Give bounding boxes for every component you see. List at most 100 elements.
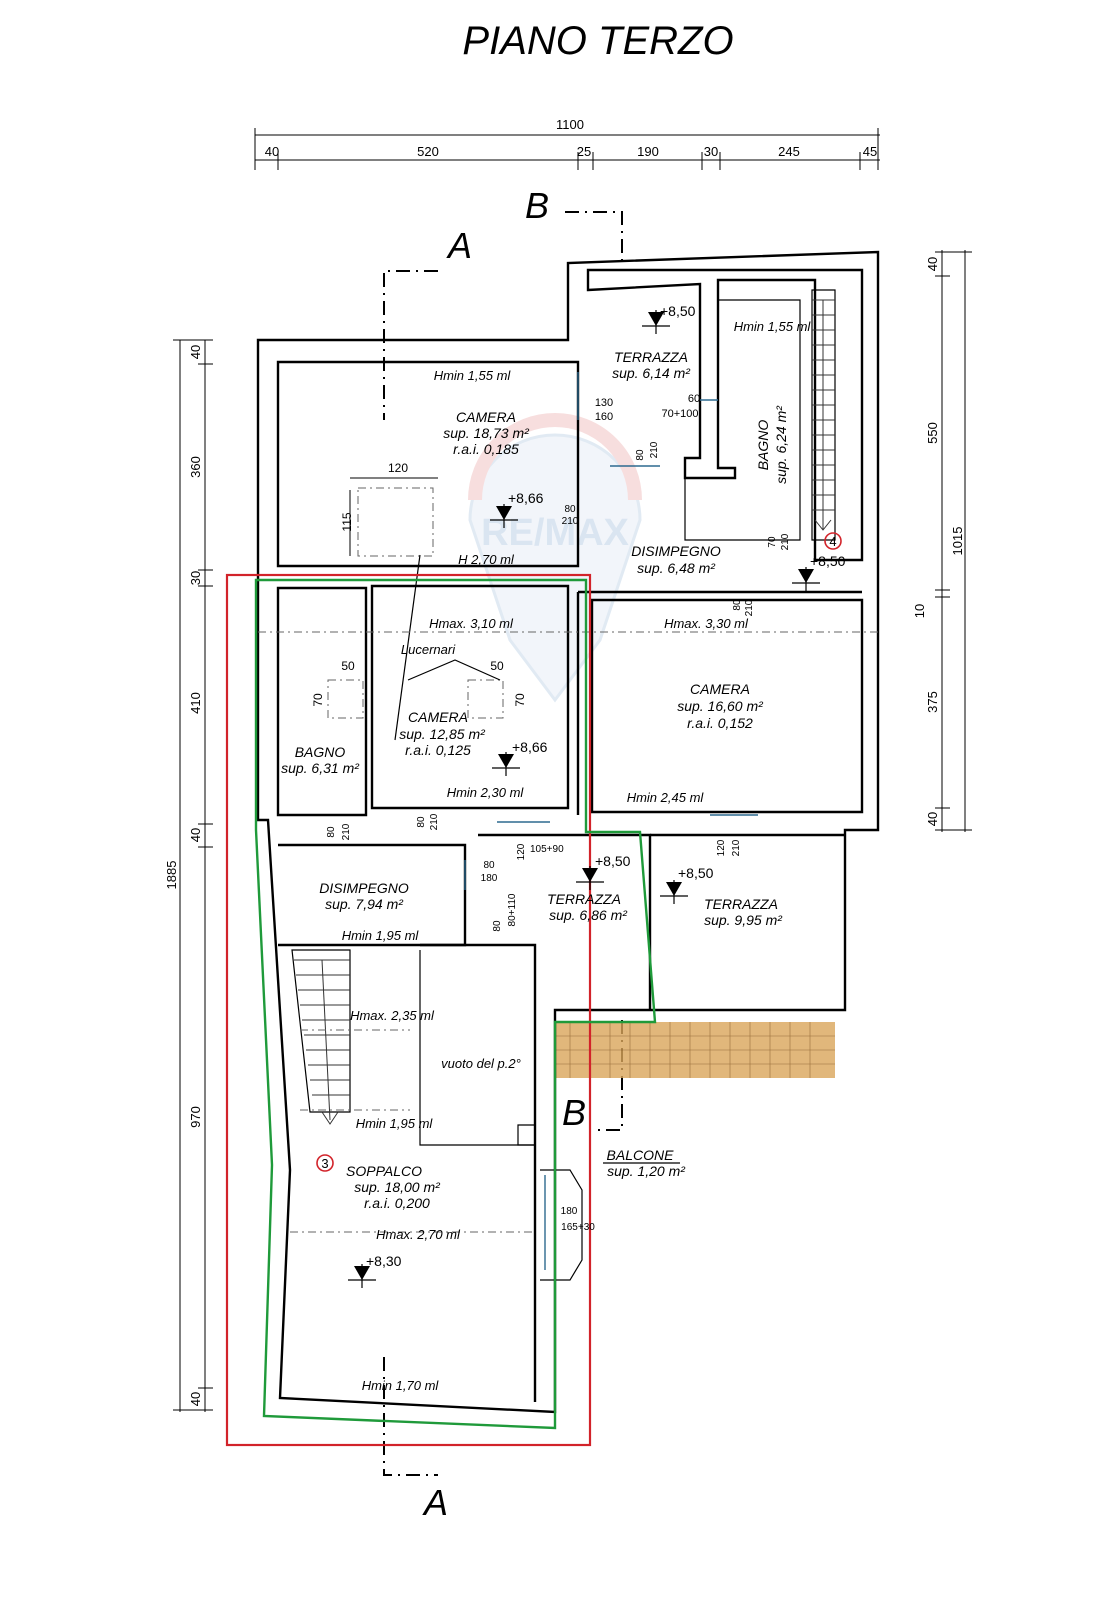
opening-label: 70 (767, 536, 778, 548)
dim-left-seg: 40 (188, 828, 203, 842)
dim-left-total: 1885 (164, 861, 179, 890)
room-name: DISIMPEGNO (319, 880, 409, 896)
opening-label: 180 (481, 873, 498, 884)
height-label: Hmax. 3,10 ml (429, 616, 514, 631)
room-name: TERRAZZA (614, 349, 688, 365)
opening-label: 120 (716, 839, 727, 856)
dim-right-total: 1015 (950, 527, 965, 556)
dim-right-seg: 375 (925, 691, 940, 713)
opening-label: 120 (516, 843, 527, 860)
opening-label: 165+30 (561, 1222, 595, 1233)
opening-label: 210 (429, 813, 440, 830)
skylights (327, 477, 504, 741)
section-a-top: A (446, 225, 472, 266)
room-name: CAMERA (690, 681, 750, 697)
stair-marker-4: 4 (829, 534, 836, 549)
lucernari-label: Lucernari (401, 642, 456, 657)
room-rai: r.a.i. 0,152 (687, 715, 753, 731)
room-sup: sup. 18,00 m² (354, 1179, 441, 1195)
misc-labels: Lucernari vuoto del p.2° (401, 642, 521, 1071)
room-sup: sup. 6,31 m² (281, 760, 360, 776)
red-outline (225, 573, 592, 1447)
dim-right-seg: 40 (925, 812, 940, 826)
room-sup: sup. 7,94 m² (325, 896, 404, 912)
room-sup: sup. 12,85 m² (399, 726, 486, 742)
height-labels: Hmin 1,55 ml Hmin 1,55 ml H 2,70 ml Hmax… (342, 319, 812, 1393)
dim-right-seg: 10 (912, 604, 927, 618)
stair-left (294, 959, 350, 1125)
dim-left-seg: 40 (188, 1392, 203, 1406)
room-name: CAMERA (456, 409, 516, 425)
stair-right (812, 299, 835, 531)
room-name: DISIMPEGNO (631, 543, 721, 559)
watermark-text: RE/MAX (481, 512, 629, 554)
room-name: CAMERA (408, 709, 468, 725)
room-name: BALCONE (607, 1147, 675, 1163)
height-label: Hmin 1,55 ml (434, 368, 512, 383)
green-outline (254, 578, 657, 1430)
opening-label: 210 (731, 839, 742, 856)
room-name: SOPPALCO (346, 1163, 422, 1179)
height-label: Hmin 1,55 ml (734, 319, 812, 334)
room-sup: sup. 18,73 m² (443, 425, 530, 441)
opening-label: 160 (595, 411, 613, 423)
level-label: +8,66 (508, 490, 544, 506)
opening-label: 120 (388, 461, 408, 475)
section-a-bottom: A (422, 1482, 448, 1523)
height-label: Hmin 1,95 ml (342, 928, 420, 943)
opening-label: 80+110 (507, 893, 518, 926)
section-b-bottom: B (562, 1092, 586, 1133)
room-name: BAGNO (295, 744, 346, 760)
opening-label: 80 (326, 826, 337, 838)
room-name: BAGNO (755, 420, 771, 471)
opening-label: 105+90 (530, 844, 564, 855)
opening-label: 210 (341, 823, 352, 840)
height-label: Hmax. 2,70 ml (376, 1227, 461, 1242)
opening-label: 70 (513, 693, 527, 707)
dim-top-seg: 520 (417, 144, 439, 159)
room-sup: sup. 9,95 m² (704, 912, 783, 928)
level-label: +8,50 (810, 553, 846, 569)
dim-left-seg: 970 (188, 1106, 203, 1128)
room-name: TERRAZZA (547, 891, 621, 907)
room-sup: sup. 16,60 m² (677, 698, 764, 714)
height-label: Hmin 1,70 ml (362, 1378, 440, 1393)
dim-top-seg: 45 (863, 144, 877, 159)
opening-label: 80 (564, 504, 576, 515)
opening-label: 115 (340, 512, 354, 531)
level-label: +8,50 (678, 865, 714, 881)
level-marker (792, 567, 820, 591)
level-label: +8,30 (366, 1253, 402, 1269)
dim-right-seg: 550 (925, 422, 940, 444)
level-label: +8,50 (595, 853, 631, 869)
room-sup: sup. 6,86 m² (549, 907, 628, 923)
dim-top-seg: 25 (577, 144, 591, 159)
room-rai: r.a.i. 0,185 (453, 441, 519, 457)
plan-title: PIANO TERZO (462, 19, 733, 63)
room-labels: CAMERA sup. 18,73 m² r.a.i. 0,185 TERRAZ… (281, 349, 789, 1211)
room-sup: sup. 1,20 m² (607, 1163, 686, 1179)
window-marks (464, 372, 758, 1270)
opening-label: 80 (483, 860, 495, 871)
remax-watermark: RE/MAX (468, 413, 642, 703)
opening-label: 210 (780, 533, 791, 550)
opening-label: 130 (595, 397, 613, 409)
room-sup: sup. 6,48 m² (637, 560, 716, 576)
right-dimensions: 1015 40 550 10 375 40 (912, 250, 972, 832)
opening-label: 50 (490, 659, 504, 673)
roof-tiles (555, 1022, 835, 1078)
level-label: +8,66 (512, 739, 548, 755)
opening-labels: 130 160 60 70+100 80 210 80 210 70 210 8… (311, 393, 791, 1233)
level-marker (490, 504, 518, 528)
level-marker (576, 866, 604, 890)
opening-label: 210 (562, 516, 579, 527)
height-label: Hmax. 2,35 ml (350, 1008, 435, 1023)
room-rai: r.a.i. 0,125 (405, 742, 471, 758)
room-rai: r.a.i. 0,200 (364, 1195, 430, 1211)
opening-label: 210 (649, 441, 660, 458)
height-label: H 2,70 ml (458, 552, 515, 567)
level-marker (348, 1264, 376, 1288)
opening-label: 210 (744, 599, 755, 616)
dim-top-total: 1100 (556, 117, 584, 132)
